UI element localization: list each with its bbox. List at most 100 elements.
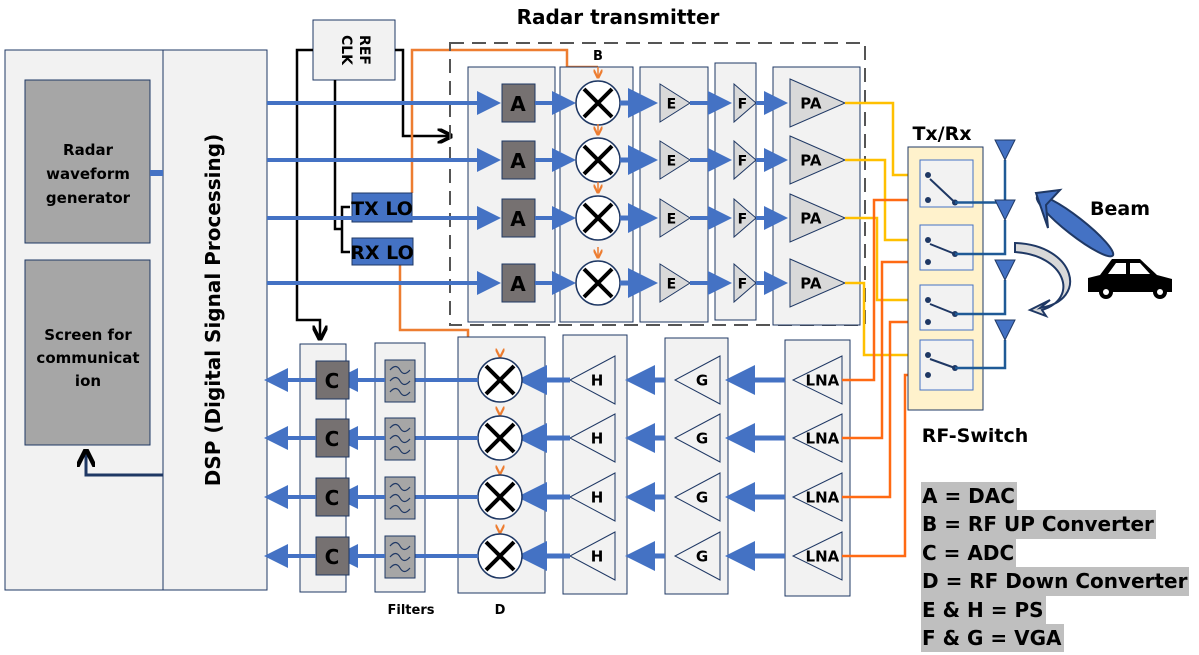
tx-vga-label: F bbox=[738, 211, 748, 227]
pa-to-switch-line bbox=[845, 281, 928, 357]
ref-clk-label-1: REF bbox=[356, 35, 372, 65]
antenna-feed-line bbox=[955, 340, 1007, 370]
switch-lever bbox=[929, 358, 956, 369]
tx-vga-triangle bbox=[733, 82, 757, 124]
radar-transmitter-boundary bbox=[449, 42, 866, 326]
dsp-to-screen-arrow bbox=[86, 452, 163, 477]
rx-vga-label: G bbox=[696, 548, 708, 566]
tx-lo-label: TX LO bbox=[351, 198, 413, 220]
switch-channel-3 bbox=[919, 259, 1016, 331]
pa-triangle bbox=[789, 78, 847, 128]
mixer-cross bbox=[484, 422, 516, 454]
rx-ps-label: H bbox=[591, 372, 604, 390]
legend-item: B = RF UP Converter bbox=[921, 510, 1156, 539]
rx-vga-label: G bbox=[696, 430, 708, 448]
tx-vga-label: F bbox=[738, 96, 748, 112]
legend-item: C = ADC bbox=[921, 538, 1017, 568]
beam-label: Beam bbox=[1090, 198, 1150, 220]
antenna-icon bbox=[994, 199, 1016, 222]
rx-vga-label: G bbox=[696, 489, 708, 507]
screen-block bbox=[24, 259, 151, 446]
waveform-generator-label: Radar bbox=[63, 141, 114, 159]
rx-vga-triangle bbox=[673, 472, 721, 522]
switch-lever bbox=[929, 303, 956, 315]
filter-wave-icon bbox=[389, 552, 411, 562]
clk-to-tx-line bbox=[395, 48, 450, 136]
waveform-generator-label: waveform bbox=[46, 165, 130, 183]
tx-vga-label: F bbox=[738, 153, 748, 169]
filter-wave-icon bbox=[389, 493, 411, 503]
switch-cell bbox=[919, 224, 974, 271]
adc-label: C bbox=[325, 486, 340, 510]
rx-ps-triangle bbox=[568, 413, 616, 463]
legend-item: D = RF Down Converter bbox=[921, 567, 1190, 596]
tx-ps-label: E bbox=[667, 96, 677, 112]
filter-wave-icon bbox=[389, 434, 411, 444]
filter-wave-icon bbox=[389, 504, 411, 514]
dac-label: A bbox=[510, 92, 526, 116]
pa-triangle bbox=[789, 193, 847, 243]
filter-wave-icon bbox=[389, 482, 411, 492]
pa-label: PA bbox=[800, 275, 822, 293]
tx-vga-triangle bbox=[733, 197, 757, 239]
antenna-icon bbox=[994, 259, 1016, 282]
filter-wave-icon bbox=[389, 376, 411, 386]
scan-arrow-icon bbox=[1014, 241, 1071, 319]
tx-vga-triangle bbox=[733, 262, 757, 304]
rx-ps-label: H bbox=[591, 548, 604, 566]
switch-channel-4 bbox=[919, 319, 1016, 391]
switch-rx-terminal bbox=[925, 259, 931, 265]
filter-wave-icon bbox=[389, 423, 411, 433]
filter-wave-icon bbox=[389, 563, 411, 573]
adc-block bbox=[315, 360, 350, 400]
switch-to-lna-line bbox=[842, 198, 928, 382]
filter-wave-icon bbox=[389, 387, 411, 397]
switch-tx-terminal bbox=[925, 237, 931, 243]
rx-vga-triangle bbox=[673, 413, 721, 463]
switch-tx-terminal bbox=[925, 297, 931, 303]
ref-clk-label-2: CLK bbox=[338, 35, 354, 66]
dac-block bbox=[501, 263, 536, 303]
mixer-cross bbox=[582, 144, 614, 176]
legend-item: F & G = VGA bbox=[921, 624, 1064, 653]
tx-ps-triangle bbox=[659, 263, 691, 303]
mixer-b-label: B bbox=[593, 49, 603, 64]
mixer-cross bbox=[582, 202, 614, 234]
rx-ps-label: H bbox=[591, 430, 604, 448]
waveform-generator-label: generator bbox=[46, 189, 131, 207]
waveform-generator-block bbox=[24, 79, 151, 244]
tx-ps-label: E bbox=[667, 211, 677, 227]
antenna-feed-line bbox=[955, 280, 1007, 316]
lna-label: LNA bbox=[806, 372, 840, 390]
mixer-cross bbox=[582, 87, 614, 119]
switch-cell bbox=[919, 159, 974, 208]
dac-label: A bbox=[510, 272, 526, 296]
mixer-cross bbox=[582, 267, 614, 299]
switch-tx-terminal bbox=[925, 352, 931, 358]
rx-lo-label: RX LO bbox=[350, 242, 413, 264]
pa-to-switch-line bbox=[845, 216, 928, 302]
dsp-block bbox=[162, 49, 268, 591]
dac-block bbox=[501, 83, 536, 123]
beam-icon bbox=[1034, 188, 1115, 258]
tx-ps-triangle bbox=[659, 83, 691, 123]
filters-label: Filters bbox=[388, 603, 435, 618]
antenna-icon bbox=[994, 139, 1016, 162]
filter-wave-icon bbox=[389, 365, 411, 375]
screen-label: Screen for bbox=[44, 326, 132, 344]
pa-triangle bbox=[789, 135, 847, 185]
rx-ps-triangle bbox=[568, 355, 616, 405]
switch-rx-terminal bbox=[925, 197, 931, 203]
tx-ps-triangle bbox=[659, 198, 691, 238]
rx-vga-triangle bbox=[673, 355, 721, 405]
rf-switch-label: RF-Switch bbox=[922, 425, 1029, 447]
legend-item: A = DAC bbox=[921, 482, 1017, 511]
tx-vga-label: F bbox=[738, 276, 748, 292]
tx-ps-triangle bbox=[659, 140, 691, 180]
